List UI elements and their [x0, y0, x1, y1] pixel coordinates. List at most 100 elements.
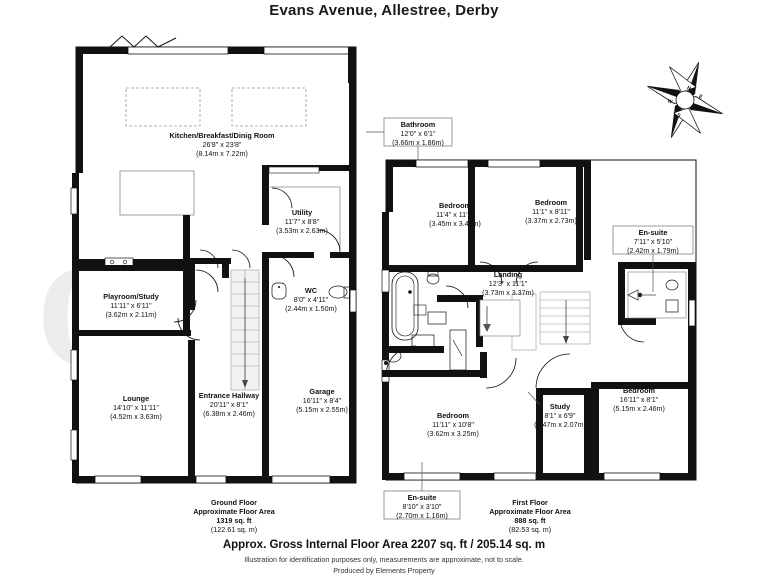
room-label-metric: (2.44m x 1.50m) [285, 305, 337, 313]
toilet-icon [328, 285, 348, 299]
door-swing [177, 317, 201, 341]
room-label-name: Garage [309, 387, 334, 396]
wall [591, 382, 599, 474]
wall [688, 262, 696, 480]
wall [330, 252, 356, 258]
wall [476, 295, 483, 347]
door-swing [385, 345, 417, 377]
toilet-icon [665, 279, 679, 291]
compass-label-n: N [686, 85, 692, 92]
room-label-imperial: 8'10" x 3'10" [403, 503, 442, 511]
cistern-icon [427, 270, 439, 277]
door-swing [485, 357, 517, 389]
room-label-imperial: 16'11" x 8'1" [620, 396, 659, 404]
plug-icon [384, 361, 388, 365]
ground-floor-structure [70, 35, 357, 484]
window [688, 299, 696, 327]
tap-icon [278, 286, 280, 288]
room-label-name: Bedroom [535, 198, 568, 207]
wall [195, 258, 231, 264]
wall [389, 265, 475, 272]
wall [390, 160, 416, 167]
room-label-imperial: 26'8" x 23'8" [203, 141, 242, 149]
window [493, 472, 537, 481]
label-callout-box [612, 225, 694, 255]
door-swing [535, 353, 571, 389]
room-label-imperial: 7'11" x 5'10" [634, 238, 673, 246]
wall [618, 318, 656, 325]
wall [382, 473, 696, 480]
door-swing [195, 269, 219, 293]
wall [228, 47, 264, 54]
cistern-icon [343, 286, 351, 299]
room-label-metric: (3.53m x 2.63m) [276, 227, 328, 235]
compass-label-s: S [676, 112, 682, 119]
room-label-imperial: 11'11" x 10'8" [432, 421, 474, 429]
room-label-name: Playroom/Study [103, 292, 159, 301]
wall [584, 388, 591, 474]
wall [540, 160, 584, 167]
ground-floor-area-caption: Ground Floor Approximate Floor Area 1319… [193, 498, 276, 534]
room-label-metric: (2.70m x 1.16m) [396, 512, 448, 520]
wall [72, 333, 79, 483]
room-label-imperial: 8'0" x 4'11" [294, 296, 329, 304]
window [349, 289, 357, 313]
room-label-metric: (3.66m x 1.86m) [392, 139, 444, 147]
window [403, 472, 461, 481]
furniture-dashed [125, 87, 201, 127]
room-label-name: Bathroom [401, 120, 436, 129]
wall [79, 265, 189, 271]
page-title: Evans Avenue, Allestree, Derby [269, 2, 499, 19]
sink-icon [411, 334, 435, 352]
room-label-imperial: 12'3" x 11'1" [489, 280, 528, 288]
window [70, 349, 78, 381]
room-label-name: Bedroom [437, 411, 470, 420]
compass-point-nw [669, 66, 697, 93]
room-label-name: Entrance Hallway [199, 391, 260, 400]
staircase-ground [230, 269, 260, 391]
roof-detail [157, 37, 177, 48]
door-swing [515, 261, 539, 285]
furniture [119, 170, 195, 216]
furniture-dashed [231, 87, 307, 127]
sink-icon [665, 299, 679, 313]
room-label-metric: (4.52m x 3.63m) [110, 413, 162, 421]
door-swing [317, 229, 341, 253]
wall [183, 215, 190, 333]
wall [72, 263, 79, 333]
door-swing [271, 187, 293, 209]
staircase-first [511, 291, 591, 351]
plug-icon [408, 290, 412, 294]
door-swing [619, 317, 645, 343]
room-label-imperial: 14'10" x 11'11" [113, 404, 159, 412]
compass-point-s [671, 100, 685, 138]
first-floor-sqm: (82.53 sq. m) [509, 525, 551, 534]
room-label-name: Lounge [123, 394, 149, 403]
room-label-name: En-suite [639, 228, 668, 237]
shower-icon [449, 329, 467, 371]
room-label-name: Bedroom [439, 201, 472, 210]
compass-hub [675, 90, 695, 110]
wall [480, 352, 487, 378]
wall [349, 217, 356, 277]
window [487, 159, 541, 168]
first-floor-area-caption: First Floor Approximate Floor Area 888 s… [489, 498, 572, 534]
wall [536, 388, 584, 395]
room-label-imperial: 20'11" x 8'1" [210, 401, 249, 409]
wall [79, 330, 191, 336]
room-label-metric: (3.45m x 3.41m) [429, 220, 481, 228]
room-label-metric: (5.15m x 2.55m) [296, 406, 348, 414]
room-label-metric: (3.62m x 3.25m) [427, 430, 479, 438]
room-label-name: Utility [292, 208, 313, 217]
room-label-metric: (5.15m x 2.46m) [613, 405, 665, 413]
hob-ring [109, 259, 115, 265]
wall [620, 262, 696, 269]
door-swing [231, 249, 251, 269]
bath-icon [391, 271, 419, 341]
room-label-metric: (6.38m x 2.46m) [203, 410, 255, 418]
toilet-icon [426, 273, 440, 285]
room-label-imperial: 8'1" x 6'9" [544, 412, 575, 420]
ground-floor-title: Ground Floor [211, 498, 257, 507]
roof-detail [109, 35, 159, 48]
